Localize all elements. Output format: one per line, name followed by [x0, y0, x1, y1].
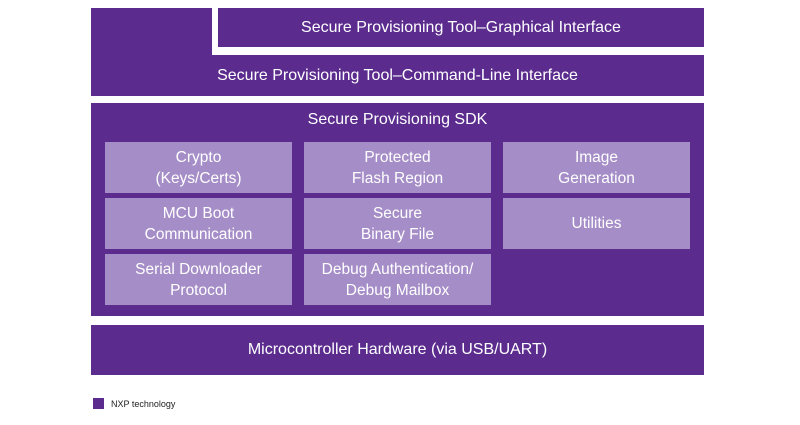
hardware-layer: Microcontroller Hardware (via USB/UART) — [91, 325, 704, 375]
module-line: Protected — [364, 148, 431, 166]
legend-swatch — [93, 398, 104, 409]
gui-layer-label: Secure Provisioning Tool–Graphical Inter… — [301, 18, 621, 36]
module-line: Debug Mailbox — [345, 281, 450, 299]
layer-notch — [91, 8, 212, 55]
cli-layer: Secure Provisioning Tool–Command-Line In… — [91, 55, 704, 96]
module-secure-binary: Secure Binary File — [304, 198, 491, 249]
module-line: Protocol — [170, 281, 227, 299]
module-line: Crypto — [175, 148, 222, 166]
module-line: Serial Downloader — [135, 260, 262, 278]
legend: NXP technology — [93, 398, 175, 409]
module-crypto: Crypto (Keys/Certs) — [105, 142, 292, 193]
sdk-layer: Secure Provisioning SDK Crypto (Keys/Cer… — [91, 103, 704, 316]
module-line: Debug Authentication/ — [321, 260, 474, 278]
gui-layer: Secure Provisioning Tool–Graphical Inter… — [218, 8, 704, 47]
module-line: Binary File — [360, 225, 435, 243]
module-line: (Keys/Certs) — [155, 169, 242, 187]
module-line: Flash Region — [351, 169, 444, 187]
module-line: MCU Boot — [162, 204, 235, 222]
sdk-layer-title: Secure Provisioning SDK — [307, 111, 488, 128]
module-line: Secure — [372, 204, 423, 222]
module-line: Image — [574, 148, 619, 166]
module-image-generation: Image Generation — [503, 142, 690, 193]
module-line: Generation — [558, 169, 635, 187]
module-line: Utilities — [571, 215, 622, 232]
module-debug-authentication: Debug Authentication/ Debug Mailbox — [304, 254, 491, 305]
module-protected-flash: Protected Flash Region — [304, 142, 491, 193]
module-line: Communication — [144, 225, 253, 243]
cli-layer-label: Secure Provisioning Tool–Command-Line In… — [217, 66, 578, 84]
hardware-layer-label: Microcontroller Hardware (via USB/UART) — [247, 341, 548, 358]
module-serial-downloader: Serial Downloader Protocol — [105, 254, 292, 305]
module-mcu-boot: MCU Boot Communication — [105, 198, 292, 249]
legend-label: NXP technology — [111, 398, 176, 409]
module-utilities: Utilities — [503, 198, 690, 249]
